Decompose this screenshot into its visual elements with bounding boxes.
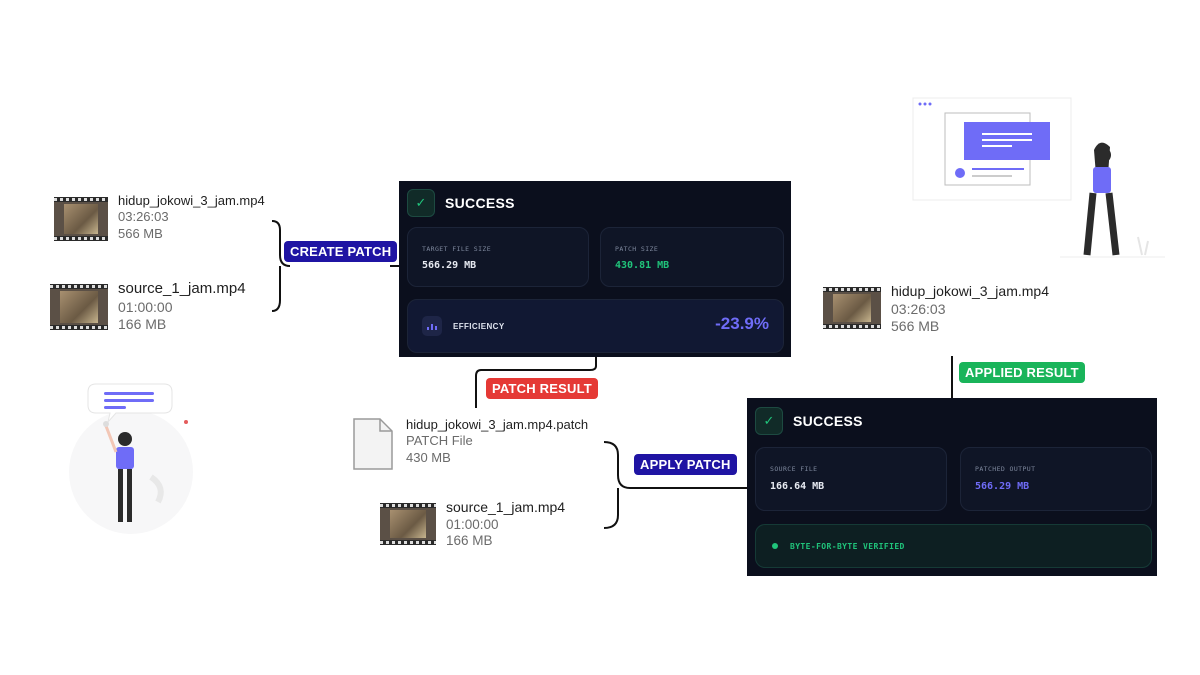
file-source-top[interactable]: source_1_jam.mp4 01:00:00 166 MB — [50, 280, 246, 334]
file-name: hidup_jokowi_3_jam.mp4 — [118, 193, 265, 208]
video-thumbnail-icon — [50, 284, 108, 330]
file-name: source_1_jam.mp4 — [118, 280, 246, 297]
file-size: 166 MB — [446, 533, 493, 549]
file-duration: 01:00:00 — [446, 516, 499, 532]
efficiency-card: EFFICIENCY -23.9% — [407, 299, 784, 353]
person-illustration-left — [69, 383, 193, 534]
source-file-label: SOURCE FILE — [770, 465, 818, 473]
target-size-value: 566.29 MB — [422, 260, 477, 271]
video-thumbnail-icon — [380, 503, 436, 545]
source-file-value: 166.64 MB — [770, 481, 825, 492]
patch-size-value: 430.81 MB — [615, 260, 670, 271]
file-duration: 03:26:03 — [891, 300, 946, 317]
verified-card: BYTE-FOR-BYTE VERIFIED — [755, 524, 1152, 568]
source-file-card: SOURCE FILE 166.64 MB — [755, 447, 947, 511]
patched-output-card: PATCHED OUTPUT 566.29 MB — [960, 447, 1152, 511]
video-thumbnail-icon — [54, 197, 108, 241]
dashboard-illustration-right — [912, 97, 1165, 258]
patched-output-label: PATCHED OUTPUT — [975, 465, 1036, 473]
target-size-card: TARGET FILE SIZE 566.29 MB — [407, 227, 589, 287]
file-patch[interactable]: hidup_jokowi_3_jam.mp4.patch PATCH File … — [352, 417, 588, 471]
file-duration: 03:26:03 — [118, 209, 169, 225]
file-name: hidup_jokowi_3_jam.mp4.patch — [406, 417, 589, 432]
patch-size-label: PATCH SIZE — [615, 245, 659, 253]
target-size-label: TARGET FILE SIZE — [422, 245, 492, 253]
applied-result-tag: APPLIED RESULT — [959, 362, 1085, 383]
efficiency-value: -23.9% — [715, 314, 769, 333]
apply-patch-tag: APPLY PATCH — [634, 454, 737, 475]
success-status: SUCCESS — [793, 413, 863, 429]
patched-output-value: 566.29 MB — [975, 481, 1030, 492]
file-size: 566 MB — [118, 225, 163, 241]
file-source-bottom[interactable]: source_1_jam.mp4 01:00:00 166 MB — [380, 499, 565, 550]
file-name: source_1_jam.mp4 — [446, 499, 566, 515]
document-icon — [353, 418, 393, 470]
create-patch-panel: ✓ SUCCESS TARGET FILE SIZE 566.29 MB PAT… — [399, 181, 791, 357]
success-status: SUCCESS — [445, 195, 515, 211]
dot-icon — [772, 543, 778, 549]
file-result-right[interactable]: hidup_jokowi_3_jam.mp4 03:26:03 566 MB — [823, 283, 1049, 336]
file-target-top[interactable]: hidup_jokowi_3_jam.mp4 03:26:03 566 MB — [54, 193, 265, 242]
file-size: 566 MB — [891, 318, 940, 334]
check-icon: ✓ — [755, 407, 783, 435]
video-thumbnail-icon — [823, 287, 881, 329]
patch-size-card: PATCH SIZE 430.81 MB — [600, 227, 784, 287]
file-size: 166 MB — [118, 316, 167, 333]
file-name: hidup_jokowi_3_jam.mp4 — [891, 283, 1049, 299]
file-size: 430 MB — [406, 449, 451, 465]
bar-chart-icon — [422, 316, 442, 336]
efficiency-label: EFFICIENCY — [453, 322, 505, 331]
patch-result-tag: PATCH RESULT — [486, 378, 598, 399]
file-type: PATCH File — [406, 433, 473, 449]
apply-patch-panel: ✓ SUCCESS SOURCE FILE 166.64 MB PATCHED … — [747, 398, 1157, 576]
verified-label: BYTE-FOR-BYTE VERIFIED — [790, 542, 905, 551]
file-duration: 01:00:00 — [118, 298, 173, 315]
check-icon: ✓ — [407, 189, 435, 217]
create-patch-tag: CREATE PATCH — [284, 241, 398, 262]
